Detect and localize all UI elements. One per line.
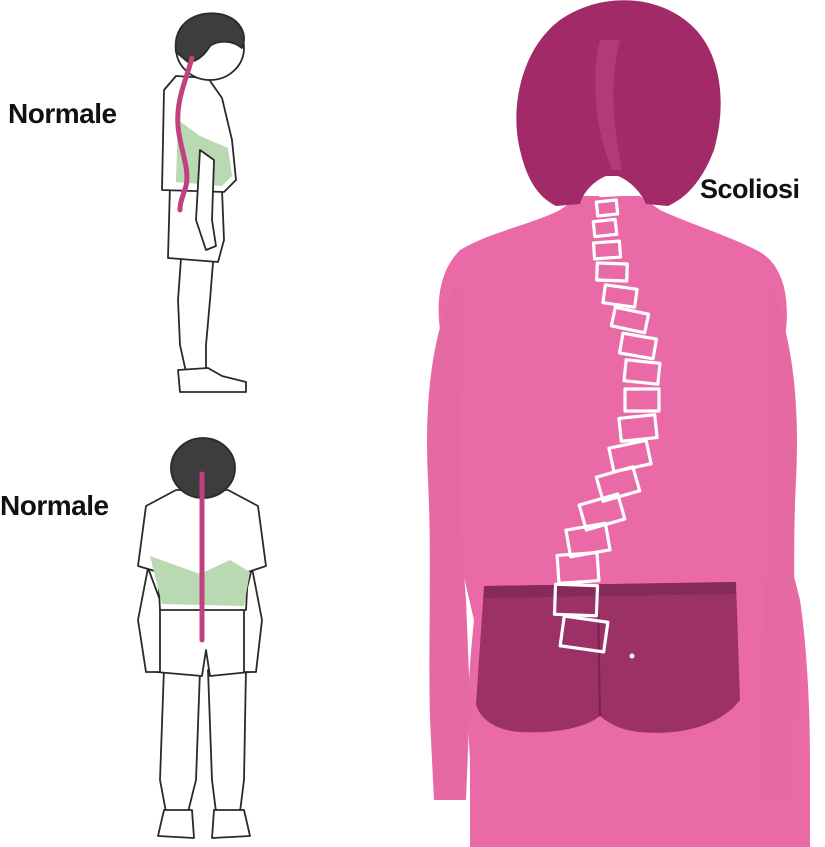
child-back-right-leg — [208, 668, 246, 812]
child-back-view-figure — [138, 438, 266, 838]
woman-shorts — [476, 582, 740, 733]
child-side-shoe — [178, 368, 246, 392]
label-normal-back-view: Normale — [0, 490, 109, 522]
child-side-view-figure — [162, 13, 246, 392]
label-scoliosis: Scoliosi — [700, 174, 800, 205]
woman-back-view-figure — [427, 0, 810, 847]
label-normal-side-view: Normale — [8, 98, 117, 130]
vertebra — [600, 180, 623, 195]
woman-shorts-dot — [630, 654, 635, 659]
woman-body-silhouette — [439, 196, 810, 847]
child-back-left-leg — [160, 668, 200, 812]
child-side-shorts — [168, 185, 224, 262]
child-back-right-shoe — [212, 810, 250, 838]
child-side-legs — [178, 245, 214, 372]
woman-hair — [516, 0, 720, 206]
child-back-left-shoe — [158, 810, 194, 838]
child-back-left-arm — [138, 568, 160, 672]
